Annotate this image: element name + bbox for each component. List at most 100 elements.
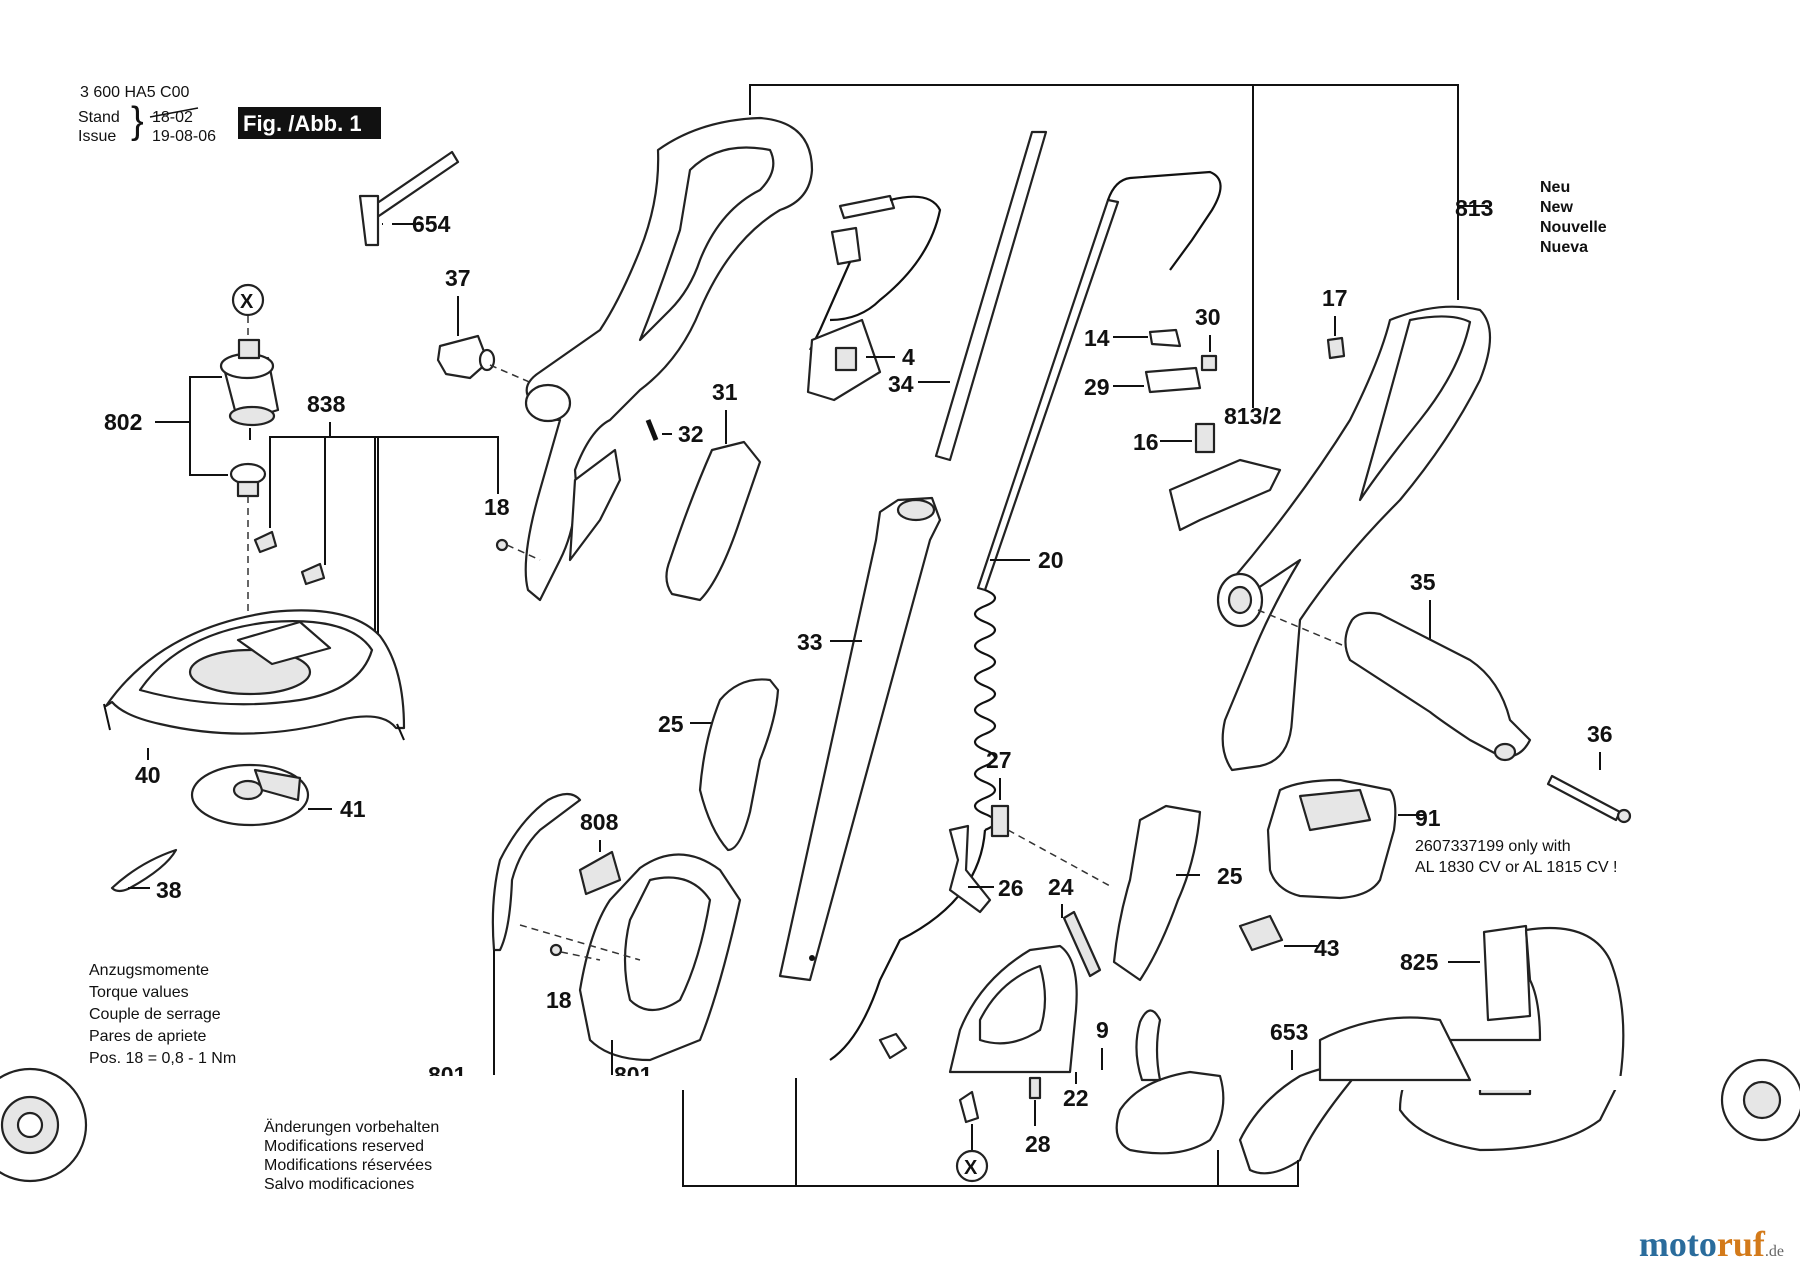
strike-line <box>149 107 199 118</box>
changes-line-4: Salvo modificaciones <box>264 1176 414 1193</box>
part-label-91: 91 <box>1415 805 1441 831</box>
new-handle-part-813 <box>1216 305 1491 772</box>
cutting-disc-part <box>190 763 310 827</box>
part-label-24: 24 <box>1048 874 1074 900</box>
x-marker-top <box>231 283 265 317</box>
torque-line-4: Pares de apriete <box>89 1028 207 1045</box>
part-label-27: 27 <box>986 747 1012 773</box>
clip-part-17 <box>1326 336 1346 360</box>
torque-line-1: Anzugsmomente <box>89 962 209 979</box>
x-clip-part-bottom <box>958 1090 980 1124</box>
spring-part-16 <box>1194 422 1216 454</box>
part-label-14: 14 <box>1084 325 1110 351</box>
x-label-bottom: X <box>964 1157 978 1179</box>
cover-part-25b <box>1112 804 1202 982</box>
motor-housing-part-801 <box>578 853 742 1062</box>
motor-part <box>219 338 280 440</box>
brand-part-2: ruf <box>1716 1224 1765 1264</box>
battery-note-2: AL 1830 CV or AL 1815 CV ! <box>1415 859 1618 876</box>
top-bracket-lines <box>749 84 1488 408</box>
spool-body-part <box>1318 1016 1472 1082</box>
part-label-38: 38 <box>156 877 182 903</box>
part-label-17: 17 <box>1322 285 1348 311</box>
part-label-25b: 25 <box>1217 863 1243 889</box>
part-label-26: 26 <box>998 875 1024 901</box>
leader-802a <box>155 376 222 423</box>
clip-part-43 <box>1238 914 1284 952</box>
part-label-825: 825 <box>1400 949 1439 975</box>
fig-label-box <box>238 107 381 139</box>
lever-part-813-2 <box>1168 458 1282 532</box>
part-label-20: 20 <box>1038 547 1064 573</box>
changes-line-1: Änderungen vorbehalten <box>264 1118 439 1136</box>
brand-suffix: .de <box>1764 1243 1784 1260</box>
wheel-right <box>1720 1058 1800 1142</box>
screw-18a <box>495 538 541 561</box>
part-label-28: 28 <box>1025 1131 1051 1157</box>
blade-part <box>110 848 178 893</box>
label-part-808 <box>578 850 622 896</box>
lever-part-26 <box>948 824 992 914</box>
lower-tube-part-33 <box>778 496 942 982</box>
clip-part-small <box>878 1032 908 1060</box>
new-label-fr: Nouvelle <box>1540 219 1607 236</box>
part-label-32: 32 <box>678 421 704 447</box>
leader-802b <box>189 422 228 476</box>
part-label-30: 30 <box>1195 304 1221 330</box>
pin-part-32 <box>645 419 659 441</box>
part-label-35: 35 <box>1410 569 1436 595</box>
part-label-43: 43 <box>1314 935 1340 961</box>
part-label-813-2: 813/2 <box>1224 403 1282 429</box>
part-label-34: 34 <box>888 371 914 397</box>
brace-glyph: } <box>131 100 144 142</box>
part-label-22: 22 <box>1063 1085 1089 1111</box>
side-handle-part-35 <box>1344 611 1532 762</box>
stand-label: Stand <box>78 109 120 126</box>
clip-parts-838 <box>253 530 326 586</box>
part-label-37: 37 <box>445 265 471 291</box>
spool-housing-part <box>948 944 1078 1074</box>
x-marker-bottom <box>955 1149 989 1183</box>
battery-part-91 <box>1266 778 1397 900</box>
changes-line-2: Modifications reserved <box>264 1138 424 1155</box>
screw-18b <box>549 943 601 961</box>
new-label-es: Nueva <box>1540 239 1588 256</box>
x-label-top: X <box>240 291 254 313</box>
handle-cover-part-31 <box>665 440 762 602</box>
pin-part-24 <box>1062 910 1102 978</box>
part-label-9: 9 <box>1096 1017 1109 1043</box>
torque-line-2: Torque values <box>89 984 189 1001</box>
hex-key-part <box>358 150 460 247</box>
pin-part-28 <box>1028 1076 1042 1100</box>
spool-guide-part <box>1135 1009 1162 1082</box>
issue-label: Issue <box>78 128 116 145</box>
brand-part-1: moto <box>1638 1224 1717 1264</box>
wheel-left <box>0 1067 88 1183</box>
switch-wiring-part <box>806 194 942 402</box>
part-label-31: 31 <box>712 379 738 405</box>
part-label-25a: 25 <box>658 711 684 737</box>
changes-line-3: Modifications réservées <box>264 1157 432 1174</box>
part-label-653: 653 <box>1270 1019 1308 1045</box>
deflector-part <box>491 792 582 952</box>
stand-date: 18-02 <box>152 109 193 126</box>
slider-part-29 <box>1144 366 1202 394</box>
part-label-41: 41 <box>340 796 366 822</box>
fig-label: Fig. /Abb. 1 <box>243 111 362 136</box>
guard-part <box>103 609 406 741</box>
motor-gear-part <box>229 462 267 498</box>
part-label-813: 813 <box>1455 195 1493 221</box>
leader-838 <box>269 422 499 690</box>
watermark-logo: motoruf.de <box>1639 1223 1784 1265</box>
cover-part-25a <box>698 678 780 852</box>
part-label-4: 4 <box>902 344 915 370</box>
spring-part-27 <box>990 804 1010 838</box>
part-label-33: 33 <box>797 629 823 655</box>
part-label-18a: 18 <box>484 494 510 520</box>
torque-pos-line: Pos. 18 = 0,8 - 1 Nm <box>89 1050 236 1067</box>
part-label-838: 838 <box>307 391 346 417</box>
battery-note-1: 2607337199 only with <box>1415 838 1571 855</box>
new-label-en: New <box>1540 199 1573 216</box>
charger-part-825 <box>1398 924 1625 1152</box>
